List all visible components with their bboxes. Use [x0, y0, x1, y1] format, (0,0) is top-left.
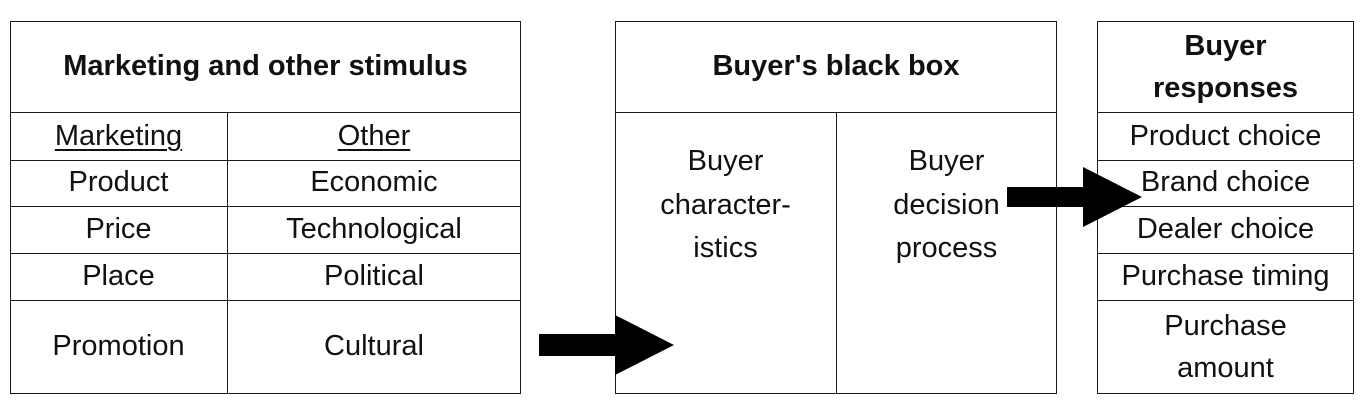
responses-row-divider	[1097, 253, 1354, 254]
marketing-column-header: Marketing	[10, 113, 227, 160]
other-column-header: Other	[227, 113, 521, 160]
stimulus-row-divider	[10, 300, 521, 301]
response-item-purchase-timing: Purchase timing	[1121, 259, 1330, 292]
arrow-black-box-to-responses-shape	[1007, 167, 1142, 227]
marketing-item-product: Product	[68, 166, 169, 199]
response-item-brand-choice: Brand choice	[1140, 166, 1311, 199]
marketing-item-promotion: Promotion	[52, 330, 185, 363]
other-column-header-text: Other	[337, 119, 411, 152]
responses-row-divider	[1097, 160, 1354, 161]
other-item-economic: Economic	[310, 166, 438, 199]
stimulus-row-divider	[10, 206, 521, 207]
marketing-item-price: Price	[85, 212, 152, 245]
marketing-column-header-text: Marketing	[54, 119, 183, 152]
response-item-product-choice: Product choice	[1129, 119, 1322, 152]
stimulus-box	[10, 21, 521, 394]
marketing-item-place: Place	[82, 259, 155, 292]
black-box-header-divider	[615, 112, 1057, 113]
response-item-purchase-amount: Purchase amount	[1164, 309, 1287, 384]
buyer-decision-process: Buyer decision process	[893, 145, 1000, 264]
buyer-characteristics: Buyer character- istics	[660, 145, 791, 264]
responses-header-divider	[1097, 112, 1354, 113]
stimulus-row-divider	[10, 160, 521, 161]
responses-row-divider	[1097, 206, 1354, 207]
responses-header: Buyer responses	[1152, 29, 1299, 104]
other-item-political: Political	[324, 259, 424, 292]
stimulus-row-divider	[10, 253, 521, 254]
responses-row-divider	[1097, 300, 1354, 301]
arrow-stimulus-to-black-box	[539, 315, 674, 375]
arrow-black-box-to-responses	[1007, 167, 1142, 227]
black-box-header: Buyer's black box	[712, 50, 960, 83]
stimulus-header-divider	[10, 112, 521, 113]
other-item-technological: Technological	[286, 212, 462, 245]
stimulus-header: Marketing and other stimulus	[63, 50, 468, 83]
arrow-stimulus-to-black-box-shape	[539, 315, 674, 375]
response-item-dealer-choice: Dealer choice	[1136, 212, 1315, 245]
black-box-column-divider	[836, 113, 837, 394]
other-item-cultural: Cultural	[324, 330, 424, 363]
